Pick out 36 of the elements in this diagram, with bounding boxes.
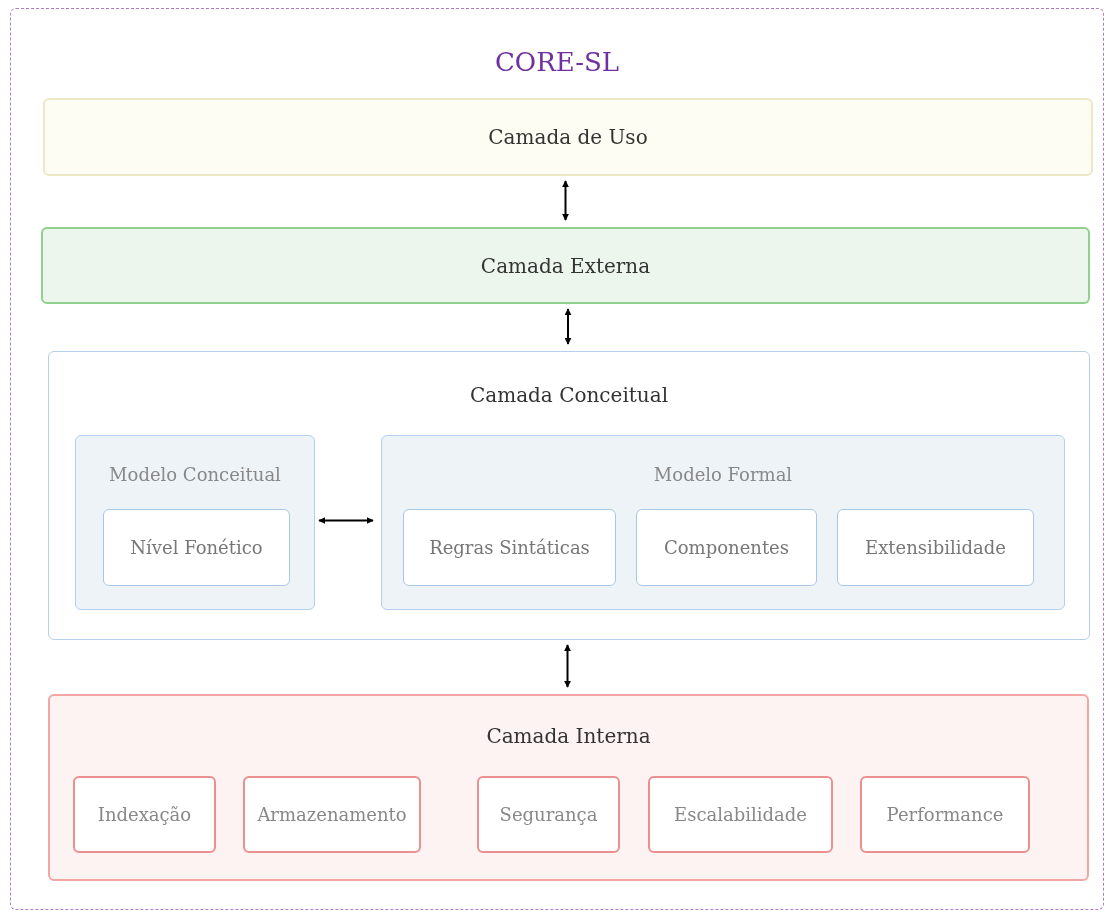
group-heading: Modelo Conceitual — [109, 464, 281, 486]
group-heading: Modelo Formal — [653, 464, 793, 486]
box-label: Regras Sintáticas — [429, 536, 590, 559]
layer-box — [403, 509, 616, 586]
box-label: Camada Externa — [480, 253, 651, 278]
box-label: Nível Fonético — [130, 536, 263, 559]
layer-box — [860, 776, 1030, 853]
box-label: Armazenamento — [257, 803, 407, 826]
box-label: Extensibilidade — [865, 536, 1006, 559]
layer-box — [648, 776, 833, 853]
group-heading: Camada Conceitual — [469, 383, 669, 407]
group-box — [48, 351, 1090, 640]
layer-box — [837, 509, 1034, 586]
box-label: Indexação — [97, 803, 192, 826]
layer-box — [41, 227, 1090, 304]
group-box — [75, 435, 315, 610]
layer-box — [477, 776, 620, 853]
group-box — [381, 435, 1065, 610]
double-arrow — [564, 644, 571, 688]
layer-box — [103, 509, 290, 586]
layer-box — [636, 509, 817, 586]
group-box — [48, 694, 1089, 881]
double-arrow — [318, 517, 374, 524]
box-label: Camada de Uso — [488, 125, 648, 149]
box-label: Segurança — [499, 803, 598, 826]
double-arrow — [562, 180, 569, 221]
group-heading: Camada Interna — [486, 724, 651, 748]
layer-box — [43, 98, 1093, 176]
box-label: Componentes — [664, 536, 789, 559]
box-label: Escalabilidade — [674, 803, 807, 826]
layer-box — [243, 776, 421, 853]
layer-box — [73, 776, 216, 853]
group-box — [10, 8, 1104, 910]
box-label: Performance — [886, 803, 1004, 826]
group-heading: CORE-SL — [494, 47, 620, 79]
double-arrow — [564, 308, 572, 345]
